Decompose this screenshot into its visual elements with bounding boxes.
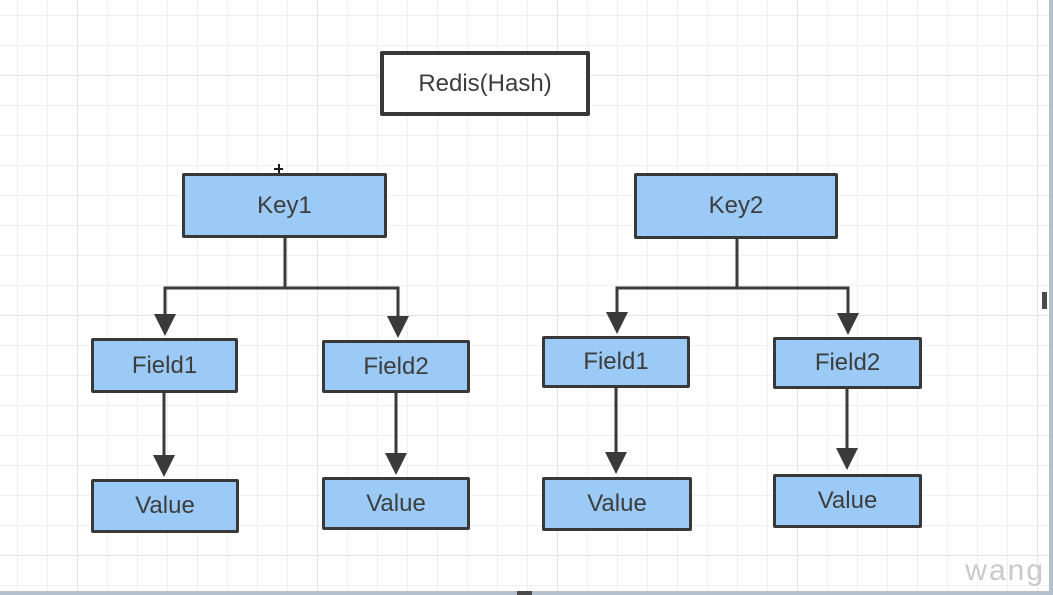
node-key2[interactable]: Key2 — [634, 173, 838, 239]
edge-key2-field2-to-value[interactable] — [836, 388, 858, 470]
node-key1-field1-value[interactable]: Value — [91, 479, 239, 533]
arrowhead-key1-field1 — [154, 314, 176, 336]
arrowhead-key1-value2 — [385, 453, 407, 475]
edge-key1-field2-to-value[interactable] — [385, 392, 407, 475]
arrowhead-key2-field1 — [606, 312, 628, 334]
scrollbar-thumb-horizontal[interactable] — [517, 591, 532, 595]
arrowhead-key1-value1 — [153, 455, 175, 477]
node-key2-field2-value[interactable]: Value — [773, 474, 922, 528]
scrollbar-thumb-vertical[interactable] — [1042, 292, 1047, 309]
scrollbar-track-vertical[interactable] — [1049, 0, 1053, 595]
node-key2-field1[interactable]: Field1 — [542, 336, 690, 388]
arrowhead-key2-value2 — [836, 448, 858, 470]
node-key2-field1-value[interactable]: Value — [542, 477, 692, 531]
node-key2-field2[interactable]: Field2 — [773, 337, 922, 389]
node-key1-field1[interactable]: Field1 — [91, 338, 238, 393]
arrowhead-key2-value1 — [605, 452, 627, 474]
arrowhead-key1-field2 — [387, 316, 409, 338]
edge-key2-field1-to-value[interactable] — [605, 387, 627, 474]
arrowhead-key2-field2 — [837, 313, 859, 335]
edge-key2-to-fields[interactable] — [606, 237, 859, 335]
node-key1-field2-value[interactable]: Value — [322, 477, 470, 530]
edge-key1-field1-to-value[interactable] — [153, 392, 175, 477]
node-title[interactable]: Redis(Hash) — [380, 51, 590, 116]
edge-key1-to-fields[interactable] — [154, 236, 409, 338]
node-key1-field2[interactable]: Field2 — [322, 340, 470, 393]
crosshair-cursor-icon — [274, 164, 283, 173]
node-key1[interactable]: Key1 — [182, 173, 387, 238]
